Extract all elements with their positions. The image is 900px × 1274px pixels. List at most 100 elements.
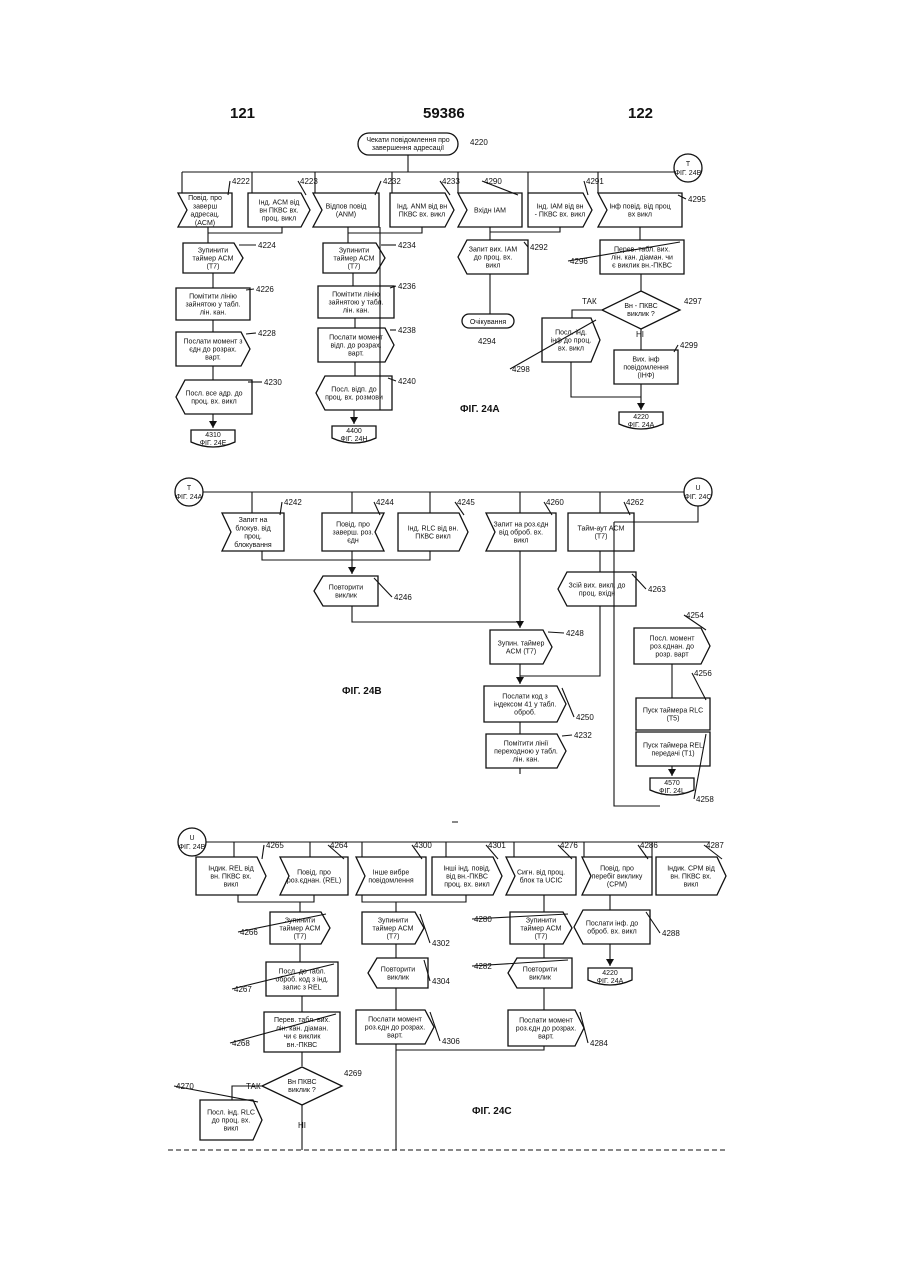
connector-line xyxy=(348,227,422,233)
box-text: відп. до розрах. xyxy=(330,342,381,350)
ref-label-4295: 4295 xyxy=(688,195,706,204)
box-text: викл xyxy=(684,882,699,889)
connector-ref: ФІГ. 24А xyxy=(176,494,203,501)
ref-label-4244: 4244 xyxy=(376,498,394,507)
box-text: Помітити лінії xyxy=(504,739,549,747)
box-text: повідомлення xyxy=(368,877,413,885)
decision-4269 xyxy=(262,1067,342,1105)
box-text: Запит вих. IAM xyxy=(469,246,518,253)
process-box-4223: Інд. ACM відвн ПКВС вх.проц. викл xyxy=(248,193,310,227)
box-text: роз.єдн до розрах. xyxy=(516,1026,576,1033)
box-text: ПКВС викл xyxy=(415,534,450,541)
process-box-4290: Вхідн IAM xyxy=(458,193,522,227)
decision-text: виклик ? xyxy=(627,311,655,318)
box-text: вн ПКВС вх. xyxy=(259,208,298,215)
box-text: таймер ACM xyxy=(333,255,374,263)
box-text: оброб. вх. викл xyxy=(587,928,637,936)
process-box-4224: Зупинититаймер ACM(T7) xyxy=(183,243,243,273)
decision-text: Вн - ПКВС xyxy=(624,303,657,310)
connector-line xyxy=(262,551,430,560)
process-box-4265: Індик. REL відвн. ПКВС вх.викл xyxy=(196,857,266,895)
box-text: від оброб. вх. xyxy=(499,529,543,537)
process-box-4295: Інф повід. від процвх викл xyxy=(598,193,682,227)
box-text: єдн xyxy=(347,538,359,545)
ref-label-4276: 4276 xyxy=(560,841,578,850)
box-text: (T7) xyxy=(348,264,361,271)
process-box-4232: Відпов повід(ANM) xyxy=(313,193,379,227)
box-text: таймер ACM xyxy=(192,255,233,263)
ref-label-4262: 4262 xyxy=(626,498,644,507)
decision-text: Вн ПКВС xyxy=(287,1079,316,1086)
ref-label-4248: 4248 xyxy=(566,629,584,638)
box-text: Запит на роз.єдн xyxy=(493,521,548,528)
box-text: Інд. ACM від xyxy=(259,198,300,206)
process-box-4306: Послати моментроз.єдн до розрах.варт. xyxy=(356,1010,434,1044)
ref-label-4300: 4300 xyxy=(414,841,432,850)
box-text: викл xyxy=(224,1126,239,1133)
connector-t-circle-b xyxy=(175,478,203,506)
connector-t-circle xyxy=(674,154,702,182)
ref-label-4238: 4238 xyxy=(398,326,416,335)
ref-label-4224: 4224 xyxy=(258,241,276,250)
process-box-4244: Повід. прозаверш. роз.єдн xyxy=(322,513,384,551)
box-text: Посл. інд. xyxy=(555,328,587,336)
box-text: індексом 41 у табл. xyxy=(494,701,557,709)
ref-label-4226: 4226 xyxy=(256,285,274,294)
box-text: роз.єднан. (REL) xyxy=(287,878,341,885)
box-text: Інд. RLC від вн. xyxy=(408,524,459,532)
box-text: Повторити xyxy=(329,584,364,591)
connector-letter: U xyxy=(695,485,700,492)
box-text: Інд. ANM від вн xyxy=(397,202,447,210)
box-text: чи є виклик xyxy=(284,1034,322,1041)
box-text: Пуск таймера RLC xyxy=(643,706,703,714)
ref-label-4232: 4232 xyxy=(383,177,401,186)
offpage-ref: 4400 xyxy=(346,428,362,435)
box-text: Зсій вих. викл. до xyxy=(569,581,626,589)
process-box-4258: Пуск таймера RELпередачі (T1) xyxy=(636,732,710,766)
process-box-4288: Послати інф. дооброб. вх. викл xyxy=(574,910,650,944)
ref-label-4288: 4288 xyxy=(662,929,680,938)
process-box-4291: Інд. IAM від вн- ПКВС вх. викл xyxy=(528,193,592,227)
arrow-head xyxy=(516,621,524,628)
decision-text: виклик ? xyxy=(288,1087,316,1094)
box-text: виклик xyxy=(335,593,358,600)
box-text: вн.-ПКВС xyxy=(287,1042,317,1049)
box-text: - ПКВС вх. викл xyxy=(535,212,586,219)
box-text: (T7) xyxy=(207,264,220,271)
box-text: Посл. відп. до xyxy=(331,385,377,393)
box-text: проц. вх. викл xyxy=(444,882,489,889)
connector-line xyxy=(208,227,282,233)
box-text: таймер ACM xyxy=(372,925,413,933)
box-text: Індик. CPM від xyxy=(667,864,715,872)
process-box-4286: Повід. проперебіг виклику(CPM) xyxy=(582,857,652,895)
box-text: єдн до розрах. xyxy=(189,347,237,354)
process-box-4240: Посл. відп. допроц. вх. розмови xyxy=(316,376,392,410)
box-text: Помітити лінію xyxy=(332,290,380,298)
box-text: Зупинити xyxy=(339,247,369,254)
box-text: Інше вибре xyxy=(373,868,410,876)
ref-label-4282: 4282 xyxy=(474,962,492,971)
start-text: Чекати повідомлення про xyxy=(366,136,449,144)
box-text: Повторити xyxy=(523,966,558,973)
connector-line xyxy=(572,310,602,318)
box-text: Тайм-аут ACM xyxy=(578,524,625,532)
connector-letter: Т xyxy=(686,161,691,168)
wait-text: Очікування xyxy=(470,318,507,326)
process-box-4270: Посл. інд. RLCдо проц. вх.викл xyxy=(200,1100,262,1140)
ref-leader xyxy=(562,735,572,736)
box-text: Індик. REL від xyxy=(208,864,253,872)
box-text: адресац. xyxy=(190,212,219,219)
box-text: Помітити лінію xyxy=(189,292,237,300)
ref-label-4291: 4291 xyxy=(586,177,604,186)
ref-label-4301: 4301 xyxy=(488,841,506,850)
process-box-4263: Зсій вих. викл. допроц. вхідн xyxy=(558,572,636,606)
connector-ref: ФІГ. 24С xyxy=(685,494,712,501)
box-text: до проц. вх. xyxy=(212,1118,251,1125)
arrow-head xyxy=(606,959,614,966)
arrow-head xyxy=(209,421,217,428)
box-text: Вхідн IAM xyxy=(474,207,506,215)
box-text: таймер ACM xyxy=(520,925,561,933)
process-box-4254: Посл. моментроз.єднан. дорозр. варт xyxy=(634,628,710,664)
offpage-fig: ФІГ. 24А xyxy=(628,422,655,429)
